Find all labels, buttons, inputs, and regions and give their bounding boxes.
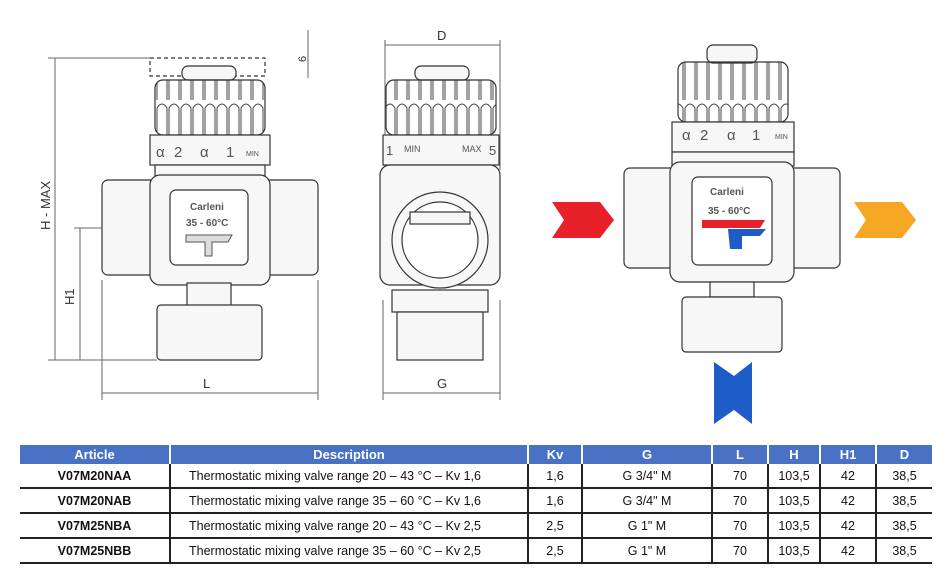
svg-text:MIN: MIN [775,134,788,141]
table-cell-article: V07M25NBB [20,538,171,564]
table-cell-article: V07M20NAA [20,464,171,489]
table-cell-h: 103,5 [768,464,821,489]
svg-text:6: 6 [297,56,309,62]
table-cell-kv: 1,6 [528,488,583,514]
table-cell-kv: 2,5 [528,513,583,539]
table-cell-h1: 42 [820,538,877,564]
side-dial-marks: 1 MIN MAX 5 [386,143,496,158]
table-cell-description: Thermostatic mixing valve range 20 – 43 … [170,464,529,489]
svg-text:D: D [437,28,446,43]
table-header: Article Description Kv G L H H1 D [20,445,932,464]
hot-inlet-arrow [552,202,614,238]
table-cell-g: G 1" M [582,538,713,564]
svg-text:α: α [156,144,165,161]
table-cell-kv: 1,6 [528,464,583,489]
svg-text:1: 1 [226,144,234,161]
svg-text:α: α [682,127,691,144]
table-cell-g: G 1" M [582,513,713,539]
logo-text: Carleni [190,202,224,213]
table-cell-g: G 3/4" M [582,488,713,514]
hot-flow-symbol [702,220,765,228]
col-h1: H1 [820,445,877,464]
svg-text:α: α [200,144,209,161]
technical-drawing: α 2 α 1 MIN Carleni 35 - 60°C H - MAX H1… [38,28,916,424]
table-cell-article: V07M25NBA [20,513,171,539]
svg-text:L: L [203,376,210,391]
flow-dial-marks: α 2 α 1 MIN [682,127,788,144]
svg-text:MIN: MIN [404,144,421,154]
table-cell-h: 103,5 [768,488,821,514]
table-cell-h: 103,5 [768,538,821,564]
table-cell-d: 38,5 [876,464,932,489]
col-g: G [582,445,713,464]
table-cell-l: 70 [712,464,769,489]
table-cell-h1: 42 [820,513,877,539]
svg-text:35 - 60°C: 35 - 60°C [708,206,750,217]
cold-flow-symbol [728,229,766,249]
svg-text:5: 5 [489,143,496,158]
svg-text:H1: H1 [62,288,77,305]
table-cell-description: Thermostatic mixing valve range 20 – 43 … [170,513,529,539]
svg-text:MIN: MIN [246,151,259,158]
col-description: Description [170,445,529,464]
col-h: H [768,445,821,464]
svg-text:2: 2 [174,144,182,161]
svg-text:Carleni: Carleni [710,187,744,198]
front-view [101,57,319,361]
table-cell-h: 103,5 [768,513,821,539]
front-dial-marks: α 2 α 1 MIN [156,144,259,161]
table-cell-h1: 42 [820,464,877,489]
table-cell-l: 70 [712,488,769,514]
table-cell-g: G 3/4" M [582,464,713,489]
table-cell-d: 38,5 [876,513,932,539]
side-view [379,65,501,361]
svg-text:H - MAX: H - MAX [38,181,53,230]
table-cell-l: 70 [712,538,769,564]
table-cell-l: 70 [712,513,769,539]
col-article: Article [20,445,171,464]
svg-text:MAX: MAX [462,144,482,154]
svg-text:2: 2 [700,127,708,144]
table-cell-kv: 2,5 [528,538,583,564]
svg-text:G: G [437,376,447,391]
mixed-outlet-arrow [854,202,916,238]
table-cell-h1: 42 [820,488,877,514]
table-cell-article: V07M20NAB [20,488,171,514]
table-cell-d: 38,5 [876,488,932,514]
table-cell-description: Thermostatic mixing valve range 35 – 60 … [170,488,529,514]
svg-text:α: α [727,127,736,144]
col-l: L [712,445,769,464]
col-d: D [876,445,932,464]
table-cell-d: 38,5 [876,538,932,564]
svg-text:1: 1 [752,127,760,144]
table-cell-description: Thermostatic mixing valve range 35 – 60 … [170,538,529,564]
svg-text:35 - 60°C: 35 - 60°C [186,218,228,229]
flow-view [623,44,841,353]
cold-inlet-arrow [714,362,752,424]
product-table: Article Description Kv G L H H1 D V07M20… [20,445,932,564]
svg-text:1: 1 [386,143,393,158]
col-kv: Kv [528,445,583,464]
